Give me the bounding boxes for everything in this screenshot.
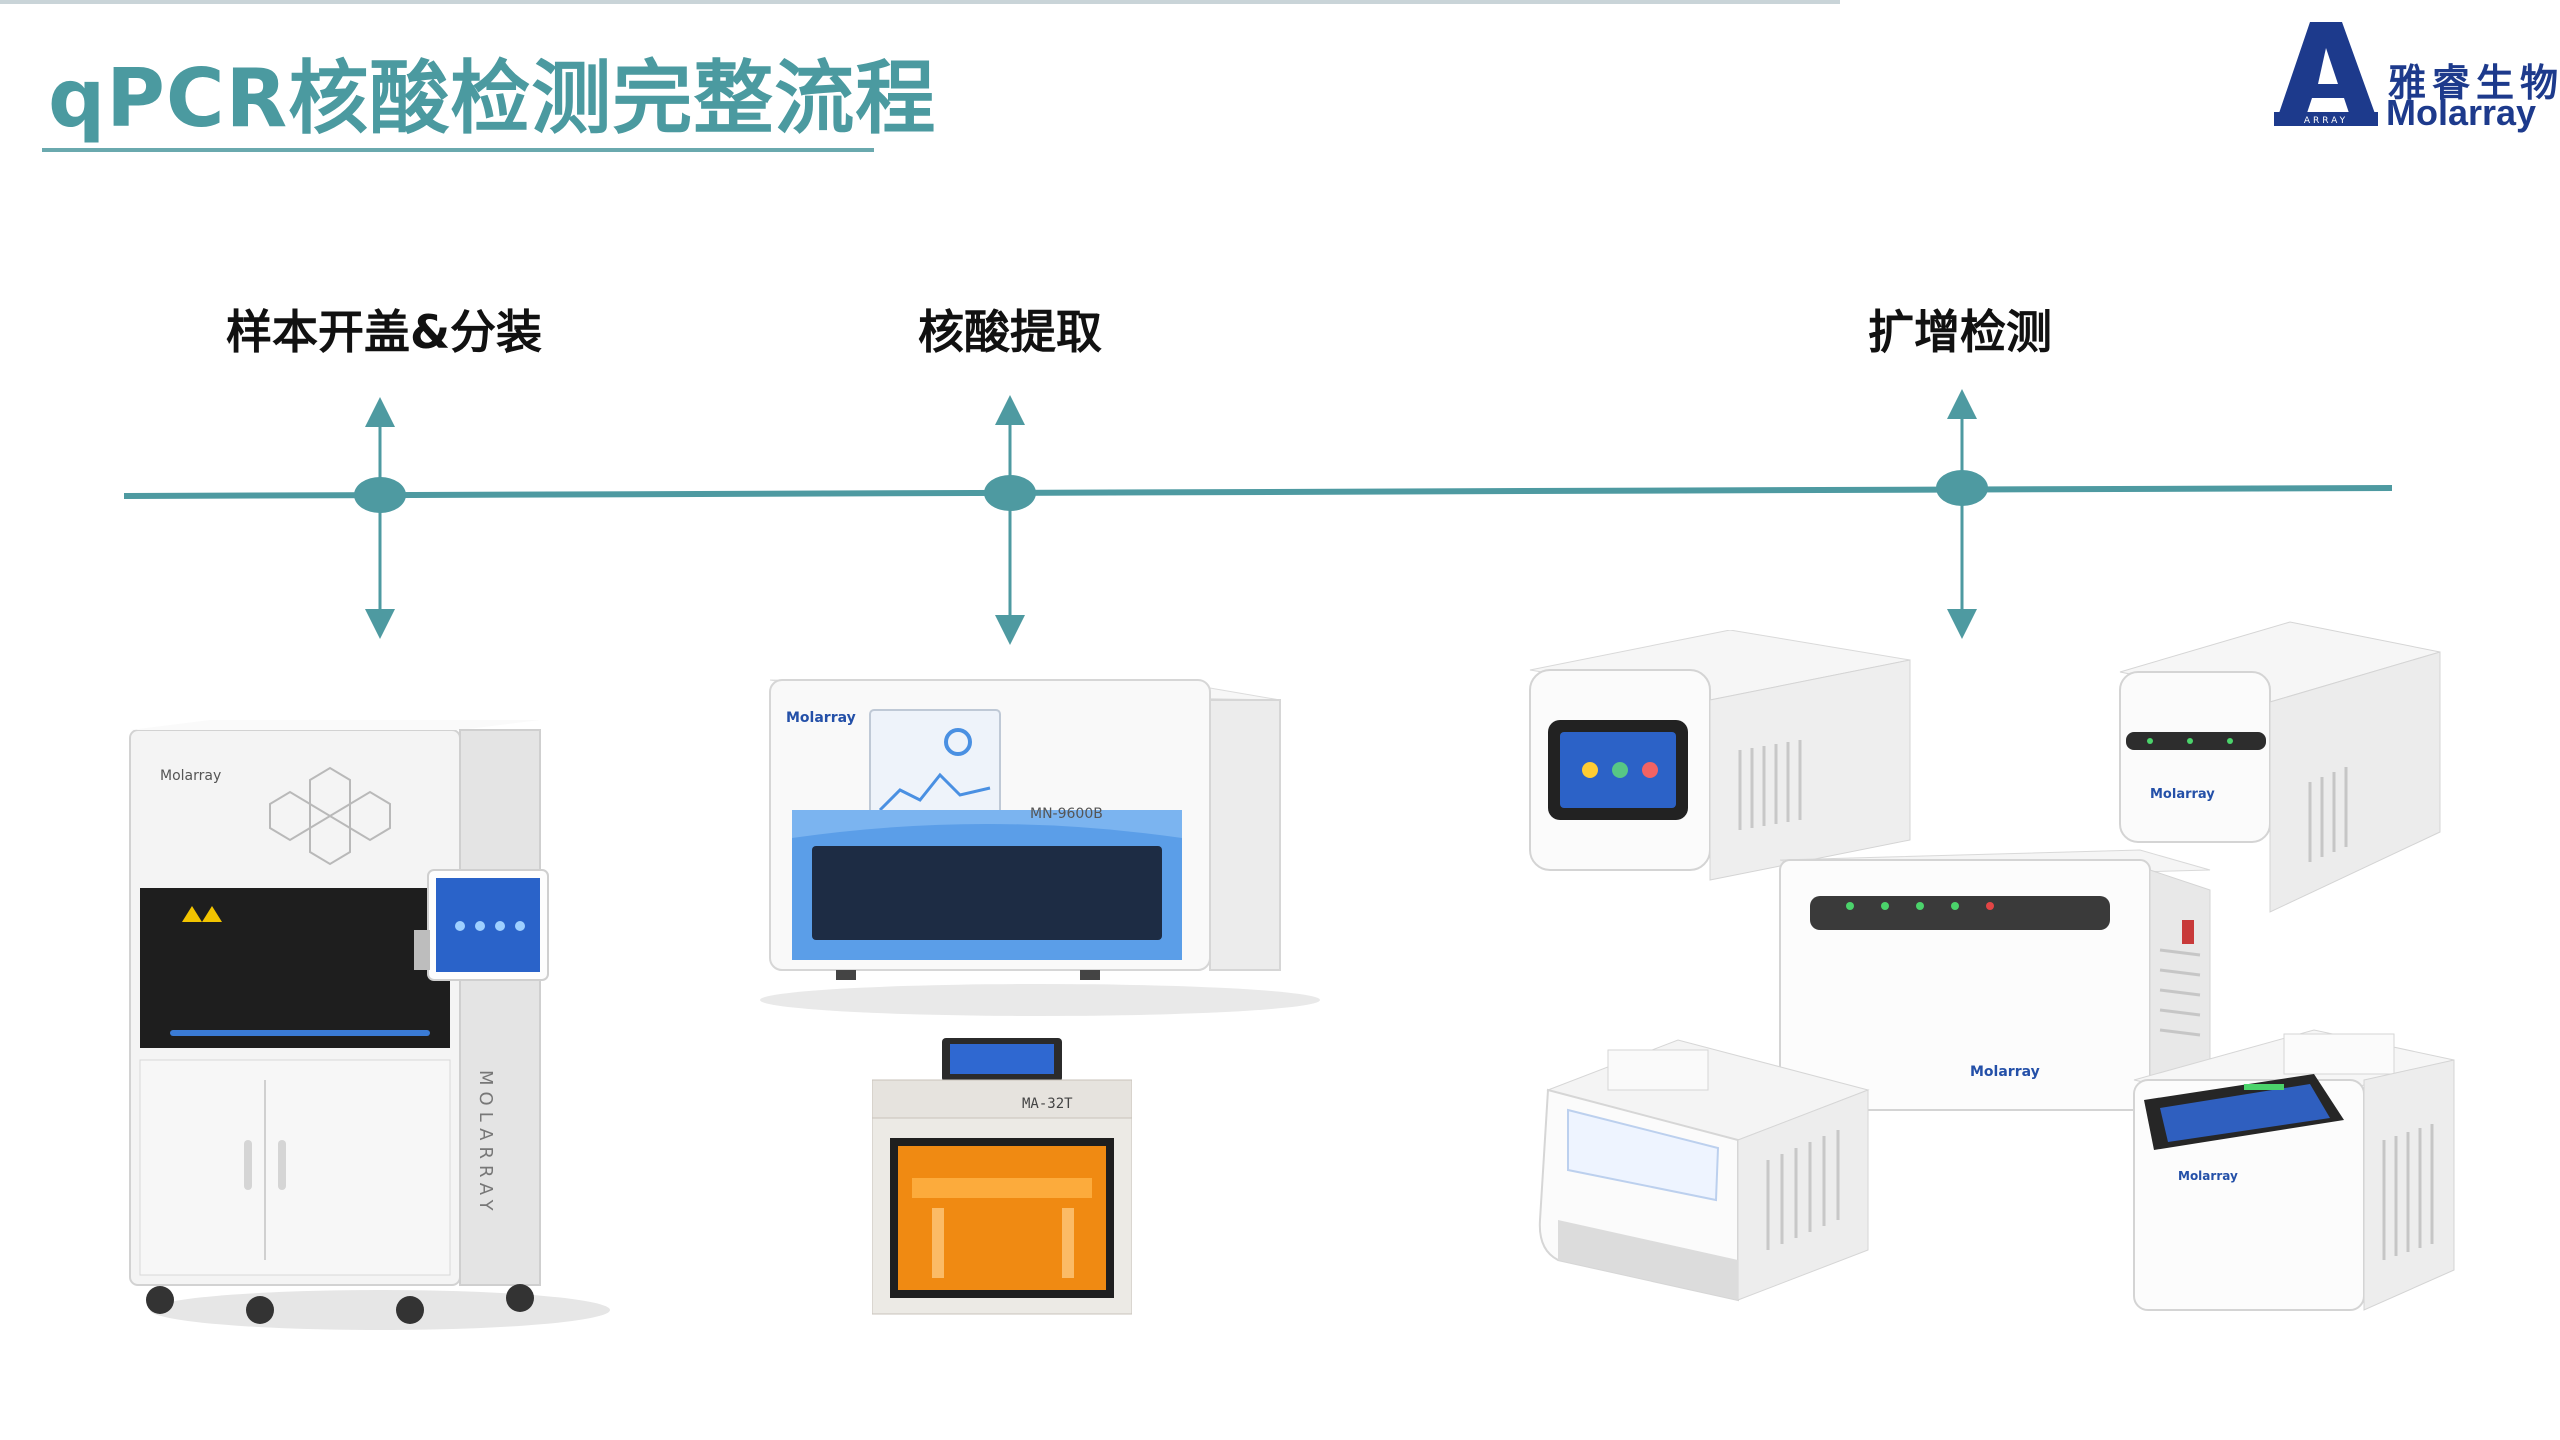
timeline-node-2 (984, 395, 1036, 645)
logo-brand-en: Molarray (2386, 92, 2537, 133)
pcr-instrument-portable-image (1538, 1039, 1870, 1302)
step-label-sample-opening: 样本开盖&分装 (225, 305, 543, 359)
pcr-compact-brand-text: Molarray (2150, 787, 2215, 802)
pcr-desktop-brand-text: Molarray (2178, 1169, 2238, 1183)
nucleic-extractor-ma32t-image: MA-32T (872, 1038, 1132, 1315)
molarray-a-logo-icon: ARRAY (2274, 22, 2378, 126)
pcr-instrument-desktop-image: Molarray (2133, 1029, 2455, 1311)
timeline-node-3 (1936, 389, 1988, 639)
logo-brand-cn: 雅睿生物 (2388, 61, 2560, 105)
small-extractor-model-text: MA-32T (1022, 1096, 1073, 1112)
brand-logo: ARRAY 雅睿生物 Molarray (2270, 18, 2558, 133)
top-rule (0, 0, 1840, 4)
pcr-main-brand-text: Molarray (1970, 1064, 2040, 1080)
timeline-node-1 (354, 397, 406, 639)
pcr-instrument-main-image: Molarray (1779, 849, 2211, 1111)
page-title: qPCR核酸检测完整流程 (48, 52, 937, 145)
cabinet-brand-text: Molarray (160, 768, 221, 784)
nucleic-extractor-mn9600b-image: Molarray MN-9600B (760, 679, 1320, 1016)
svg-text:ARRAY: ARRAY (2304, 116, 2348, 126)
title-underline (42, 148, 874, 152)
step-label-amplification: 扩增检测 (1868, 305, 2052, 359)
step-label-nucleic-extraction: 核酸提取 (918, 305, 1102, 359)
automated-cabinet-image: Molarray MOLARRAY (129, 720, 610, 1330)
extractor-brand-text: Molarray (786, 710, 856, 726)
pcr-instrument-compact-image: Molarray (2119, 621, 2441, 913)
cabinet-side-text: MOLARRAY (475, 1070, 496, 1217)
extractor-model-text: MN-9600B (1030, 806, 1103, 822)
pcr-instrument-touchscreen-image (1529, 630, 1911, 881)
timeline-axis (123, 485, 2393, 499)
